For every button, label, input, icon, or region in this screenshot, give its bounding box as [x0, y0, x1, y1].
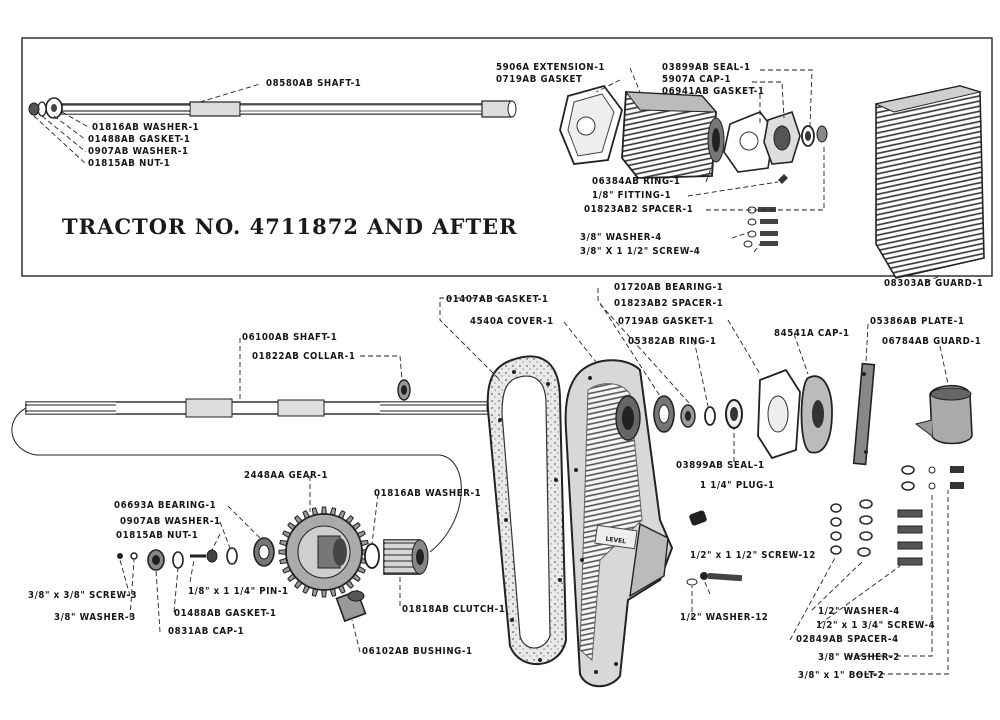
label-washer-0907-top: 0907AB WASHER-1 — [88, 146, 189, 157]
label-bearing-06693: 06693A BEARING-1 — [114, 500, 217, 511]
label-screw-38-4: 3/8" X 1 1/2" SCREW-4 — [580, 246, 701, 257]
label-gasket-01488-b: 01488AB GASKET-1 — [174, 608, 277, 619]
label-washer-12-4: 1/2" WASHER-4 — [818, 606, 900, 617]
label-gasket-01488-top: 01488AB GASKET-1 — [88, 134, 191, 145]
label-cover-4540: 4540A COVER-1 — [470, 316, 554, 327]
label-plate-05386: 05386AB PLATE-1 — [870, 316, 965, 327]
label-screw-12: 1/2" x 1 1/2" SCREW-12 — [690, 550, 816, 561]
extension-5906 — [621, 91, 725, 179]
gear-tooth — [278, 549, 287, 555]
label-shaft-06100: 06100AB SHAFT-1 — [242, 332, 338, 343]
label-bearing-01720: 01720AB BEARING-1 — [614, 282, 724, 293]
screws-12-4 — [897, 509, 923, 566]
label-spacer-01823-top: 01823AB2 SPACER-1 — [584, 204, 694, 215]
label-nut-01815-top: 01815AB NUT-1 — [88, 158, 171, 169]
washer-0907-b — [226, 547, 238, 565]
label-washer-38-4: 3/8" WASHER-4 — [580, 232, 662, 243]
gasket-0719-b — [757, 368, 801, 460]
seal-03899-top — [801, 125, 815, 147]
label-ring-05382: 05382AB RING-1 — [628, 336, 717, 347]
label-bolt-38-2: 3/8" x 1" BOLT-2 — [798, 670, 885, 681]
label-plug: 1 1/4" PLUG-1 — [700, 480, 775, 491]
washer-01816-b — [364, 543, 380, 569]
label-gear-2448: 2448AA GEAR-1 — [244, 470, 329, 481]
label-guard-08303: 08303AB GUARD-1 — [884, 278, 984, 289]
screw-12 — [700, 572, 743, 582]
leader-curve — [11, 407, 462, 553]
label-washer-12: 1/2" WASHER-12 — [680, 612, 769, 623]
label-washer-38-3: 3/8" WASHER-3 — [54, 612, 136, 623]
label-screw-12-4: 1/2" x 1 3/4" SCREW-4 — [816, 620, 936, 631]
label-cap-84541: 84541A CAP-1 — [774, 328, 850, 339]
gear-tooth — [321, 589, 327, 598]
label-gasket-01407: 01407AB GASKET-1 — [446, 294, 549, 305]
gasket-06941 — [723, 111, 775, 173]
label-washer-01816-b: 01816AB WASHER-1 — [374, 488, 482, 499]
washers-spacers-col — [830, 499, 873, 557]
label-screw-38-3: 3/8" x 3/8" SCREW-3 — [28, 590, 138, 601]
cap-84541 — [800, 375, 833, 454]
plate-text: LEVEL — [605, 536, 626, 546]
label-gasket-06941: 06941AB GASKET-1 — [662, 86, 765, 97]
bearing-01720 — [653, 395, 675, 433]
label-guard-06784: 06784AB GUARD-1 — [882, 336, 982, 347]
label-gasket-0719-b: 0719AB GASKET-1 — [618, 316, 714, 327]
guard-08303 — [874, 85, 985, 279]
label-nut-01815-b: 01815AB NUT-1 — [116, 530, 199, 541]
plug — [689, 510, 707, 526]
washer-nut-stack-top — [28, 97, 63, 119]
label-spacer-02849: 02849AB SPACER-4 — [796, 634, 899, 645]
spacer-01823-b — [680, 404, 696, 428]
label-seal-03899-b: 03899AB SEAL-1 — [676, 460, 765, 471]
label-gasket-0719-top: 0719AB GASKET — [496, 74, 583, 85]
label-spacer-01823-b: 01823AB2 SPACER-1 — [614, 298, 724, 309]
guard-06784 — [914, 384, 973, 445]
cover-4540: LEVEL — [564, 359, 674, 688]
label-collar-01822: 01822AB COLLAR-1 — [252, 351, 356, 362]
cap-0831 — [147, 549, 165, 571]
seal-03899-b — [725, 399, 743, 429]
shaft-06100 — [25, 398, 494, 418]
inset-frame — [21, 37, 993, 277]
screw-washer-38 — [117, 552, 138, 560]
washer-12 — [686, 578, 698, 586]
label-pin: 1/8" x 1 1/4" PIN-1 — [188, 586, 289, 597]
gear-tooth — [321, 506, 327, 515]
gasket-0719-top — [559, 84, 623, 165]
cap-5907 — [763, 110, 801, 165]
bolts-38-2 — [901, 465, 964, 491]
leader-lines — [33, 67, 949, 675]
label-extension-5906: 5906A EXTENSION-1 — [496, 62, 606, 73]
bushing-06102 — [335, 589, 367, 623]
bolts-washers-top — [743, 206, 778, 248]
gear-2448 — [278, 506, 370, 598]
collar-01822 — [397, 379, 411, 401]
gasket-01407 — [486, 355, 568, 665]
clutch-01818 — [383, 539, 429, 575]
label-seal-03899-top: 03899AB SEAL-1 — [662, 62, 751, 73]
label-washer-38-2: 3/8" WASHER-2 — [818, 652, 900, 663]
label-ring-06384: 06384AB RING-1 — [592, 176, 681, 187]
plate-05386 — [852, 362, 876, 466]
gasket-01488-b — [172, 551, 184, 569]
shaft-08580 — [61, 100, 517, 118]
ring-05382 — [704, 406, 716, 426]
label-cap-5907: 5907A CAP-1 — [662, 74, 732, 85]
label-cap-0831: 0831AB CAP-1 — [168, 626, 245, 637]
fitting — [778, 174, 788, 184]
label-shaft-08580: 08580AB SHAFT-1 — [266, 78, 362, 89]
label-washer-01816-top: 01816AB WASHER-1 — [92, 122, 200, 133]
nut-01815-b — [206, 549, 218, 563]
diagram-title: TRACTOR NO. 4711872 AND AFTER — [62, 214, 518, 239]
spacer-01823-top — [816, 125, 828, 143]
bearing-06693 — [253, 537, 275, 567]
label-fitting: 1/8" FITTING-1 — [592, 190, 672, 201]
label-clutch-01818: 01818AB CLUTCH-1 — [402, 604, 506, 615]
label-washer-0907-b: 0907AB WASHER-1 — [120, 516, 221, 527]
label-bushing-06102: 06102AB BUSHING-1 — [362, 646, 473, 657]
